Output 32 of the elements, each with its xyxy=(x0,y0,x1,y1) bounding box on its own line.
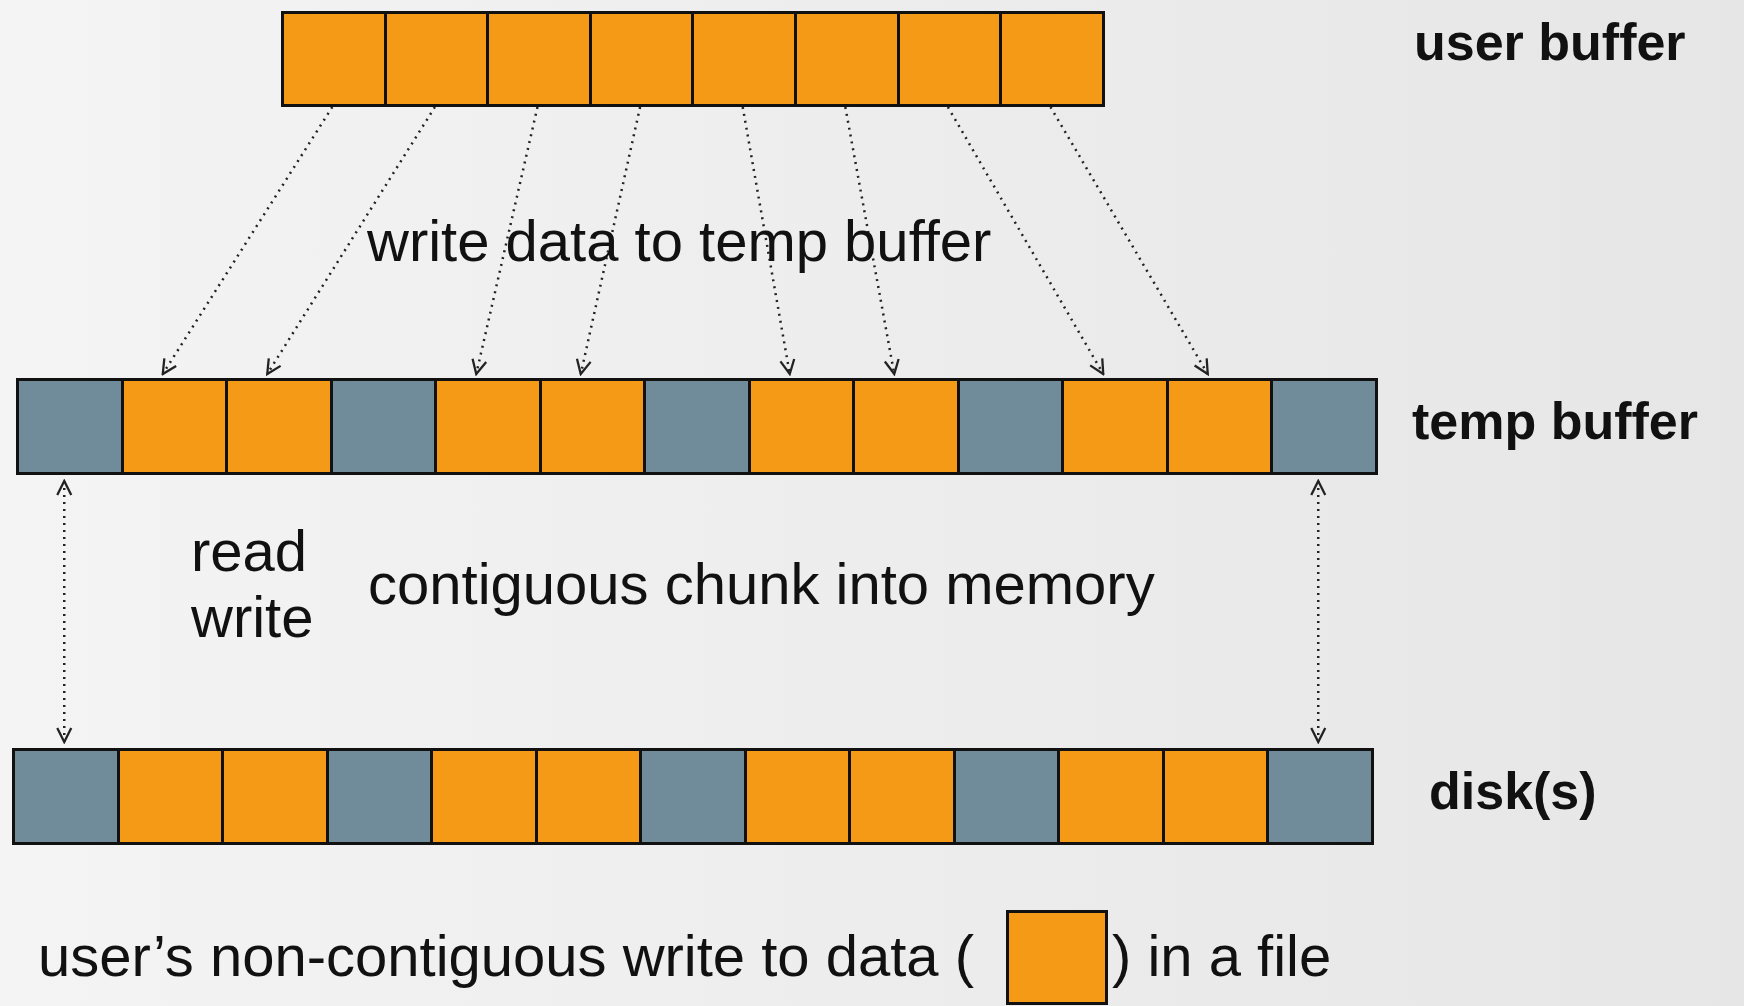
data-block xyxy=(221,748,329,845)
data-block xyxy=(848,748,956,845)
row-label: user buffer xyxy=(1414,16,1686,68)
unused-block xyxy=(643,378,751,475)
unused-block xyxy=(16,378,124,475)
data-block xyxy=(691,11,797,107)
arrow xyxy=(946,106,1105,376)
data-block xyxy=(430,748,538,845)
data-block xyxy=(852,378,960,475)
double-arrow xyxy=(1310,479,1327,744)
step-label: write xyxy=(191,588,314,646)
arrow xyxy=(471,106,539,376)
data-block xyxy=(281,11,387,107)
unused-block xyxy=(12,748,120,845)
unused-block xyxy=(1266,748,1374,845)
data-block xyxy=(999,11,1105,107)
unused-block xyxy=(1270,378,1378,475)
data-block xyxy=(1061,378,1169,475)
step-label: read xyxy=(191,522,308,580)
double-arrow xyxy=(56,479,73,744)
arrow xyxy=(844,106,900,376)
arrow xyxy=(741,106,796,376)
arrow xyxy=(1049,106,1209,376)
data-block xyxy=(1057,748,1165,845)
arrow xyxy=(161,106,334,376)
data-block xyxy=(794,11,900,107)
arrow xyxy=(575,106,642,376)
data-block xyxy=(225,378,333,475)
data-block xyxy=(486,11,592,107)
data-block xyxy=(434,378,542,475)
arrow xyxy=(266,106,436,376)
unused-block xyxy=(639,748,747,845)
